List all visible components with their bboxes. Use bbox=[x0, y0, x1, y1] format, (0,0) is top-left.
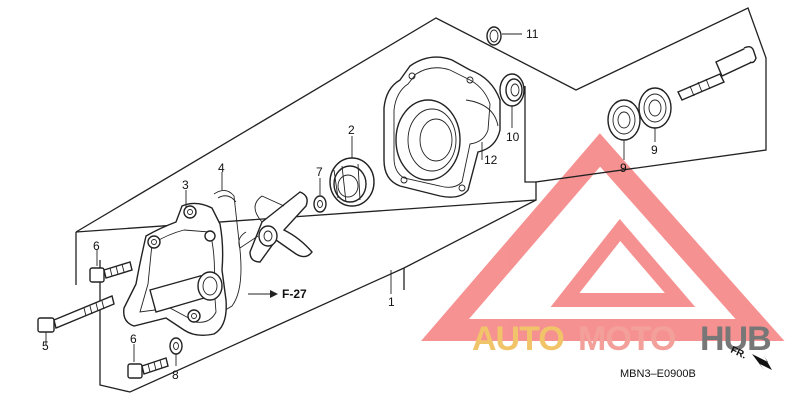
reference-label: F-27 bbox=[282, 287, 307, 301]
callout-9-right: 9 bbox=[651, 143, 658, 157]
callout-7: 7 bbox=[316, 165, 323, 179]
part-long-bolt bbox=[37, 295, 115, 345]
callout-10: 10 bbox=[506, 130, 520, 144]
part-bearing-right bbox=[638, 87, 672, 142]
callout-5: 5 bbox=[42, 339, 49, 353]
part-bearing-left bbox=[607, 99, 641, 160]
part-oil-seal bbox=[499, 73, 525, 128]
part-washer-small bbox=[313, 178, 327, 213]
watermark-auto: AUTO bbox=[472, 320, 564, 358]
arrow-icon bbox=[752, 354, 772, 370]
callout-11: 11 bbox=[526, 27, 539, 41]
part-mechanical-seal bbox=[329, 136, 375, 207]
part-impeller bbox=[238, 191, 313, 263]
part-bolt-lower bbox=[127, 344, 169, 379]
part-bolt-upper bbox=[89, 250, 133, 283]
part-pump-shaft bbox=[677, 45, 757, 101]
callout-labels: 1 2 3 4 5 6 6 7 8 9 9 10 11 12 F-27 bbox=[42, 27, 658, 382]
part-washer-lower bbox=[169, 337, 183, 366]
callout-8: 8 bbox=[172, 368, 179, 382]
part-o-ring bbox=[486, 26, 522, 46]
watermark-hub: HUB bbox=[700, 320, 771, 358]
callout-6-lower: 6 bbox=[130, 332, 137, 346]
watermark-moto: MOTO bbox=[578, 320, 676, 358]
drawing-code: MBN3–E0900B bbox=[620, 368, 696, 380]
callout-3: 3 bbox=[182, 178, 189, 192]
callout-4: 4 bbox=[218, 161, 225, 175]
assembly-outline bbox=[75, 7, 767, 393]
callout-12: 12 bbox=[484, 153, 498, 167]
watermark-logo bbox=[421, 133, 785, 341]
callout-6-upper: 6 bbox=[93, 239, 100, 253]
callout-9-left: 9 bbox=[620, 161, 627, 175]
watermark-text: AUTO MOTO HUB bbox=[472, 320, 772, 358]
part-pump-cover bbox=[123, 190, 227, 337]
part-pump-body bbox=[383, 56, 501, 198]
callout-1: 1 bbox=[388, 295, 395, 309]
callout-2: 2 bbox=[348, 123, 355, 137]
